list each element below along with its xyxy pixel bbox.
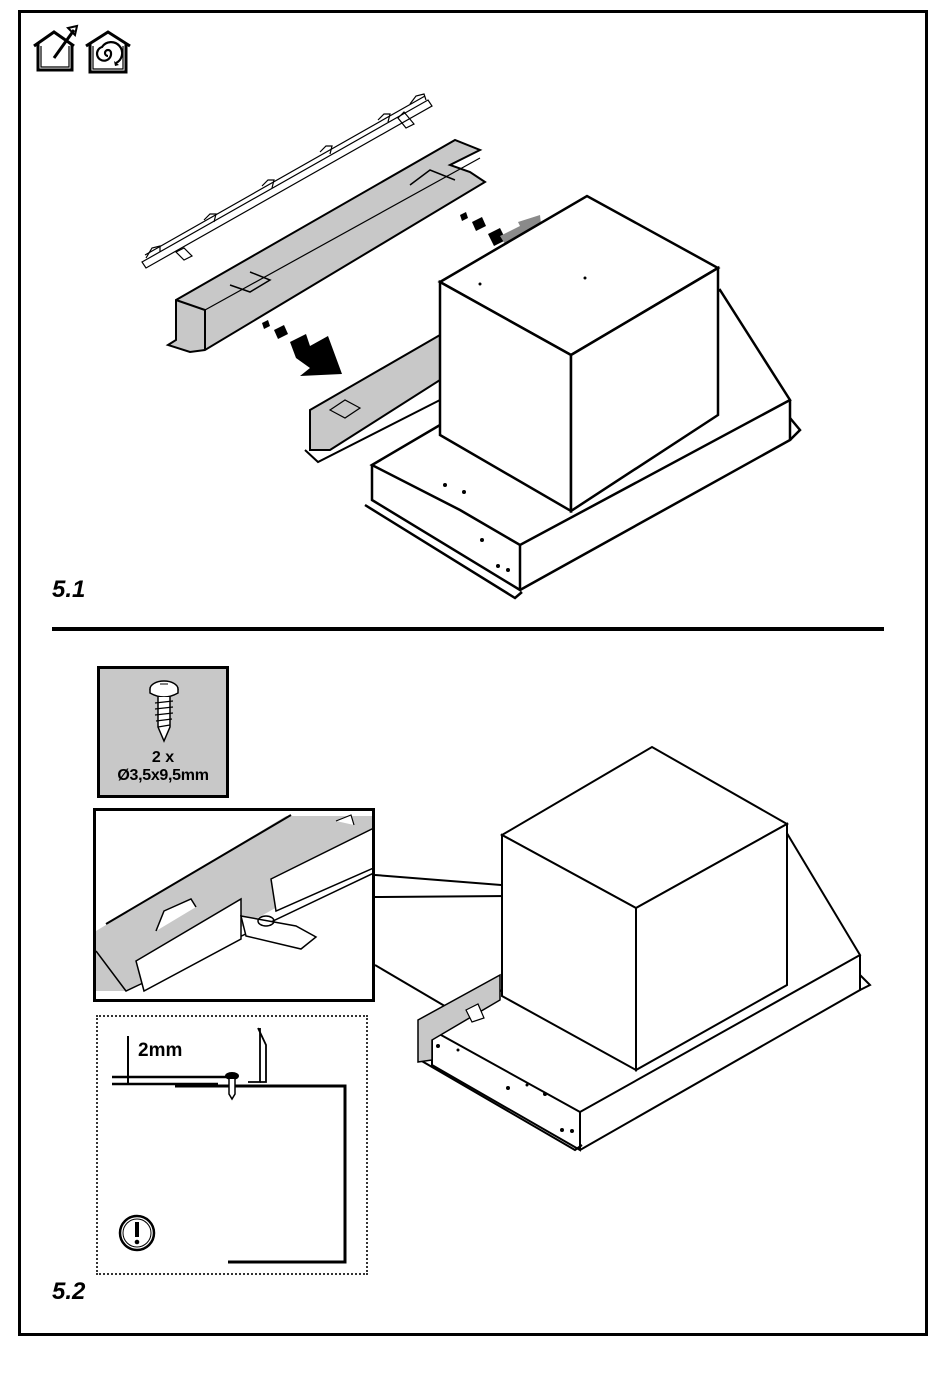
section-divider bbox=[52, 627, 884, 631]
arrow-to-top bbox=[460, 212, 506, 246]
hood-chimney-box-5-2 bbox=[499, 745, 790, 1072]
screw-icon bbox=[149, 680, 179, 743]
black-arrow-left bbox=[262, 320, 342, 376]
page-frame bbox=[18, 10, 928, 1336]
recirculation-icon bbox=[85, 30, 131, 74]
gap-dimension-label: 2mm bbox=[138, 1040, 183, 1061]
channel-installed-5-2 bbox=[417, 973, 501, 1063]
detail-closeup-box bbox=[93, 808, 375, 1002]
screw-holes bbox=[443, 276, 587, 572]
section-detail-box bbox=[96, 1015, 368, 1275]
screw-quantity: 2 x bbox=[151, 749, 175, 766]
figure-label-5-1: 5.1 bbox=[52, 576, 86, 603]
screw-spec-box: 2 x Ø3,5x9,5mm bbox=[97, 666, 229, 798]
figure-5-1-drawing bbox=[141, 93, 802, 600]
hood-chimney-box bbox=[437, 194, 721, 514]
mounting-rail bbox=[141, 93, 433, 269]
exclamation-circle-icon bbox=[118, 1214, 156, 1252]
bracket-closeup-drawing bbox=[96, 814, 372, 993]
figure-label-5-2: 5.2 bbox=[52, 1278, 86, 1305]
screw-dimensions: Ø3,5x9,5mm bbox=[117, 767, 209, 784]
ducted-extraction-icon bbox=[33, 24, 79, 72]
channel-installed bbox=[304, 333, 441, 464]
channel-part-top bbox=[165, 138, 487, 354]
